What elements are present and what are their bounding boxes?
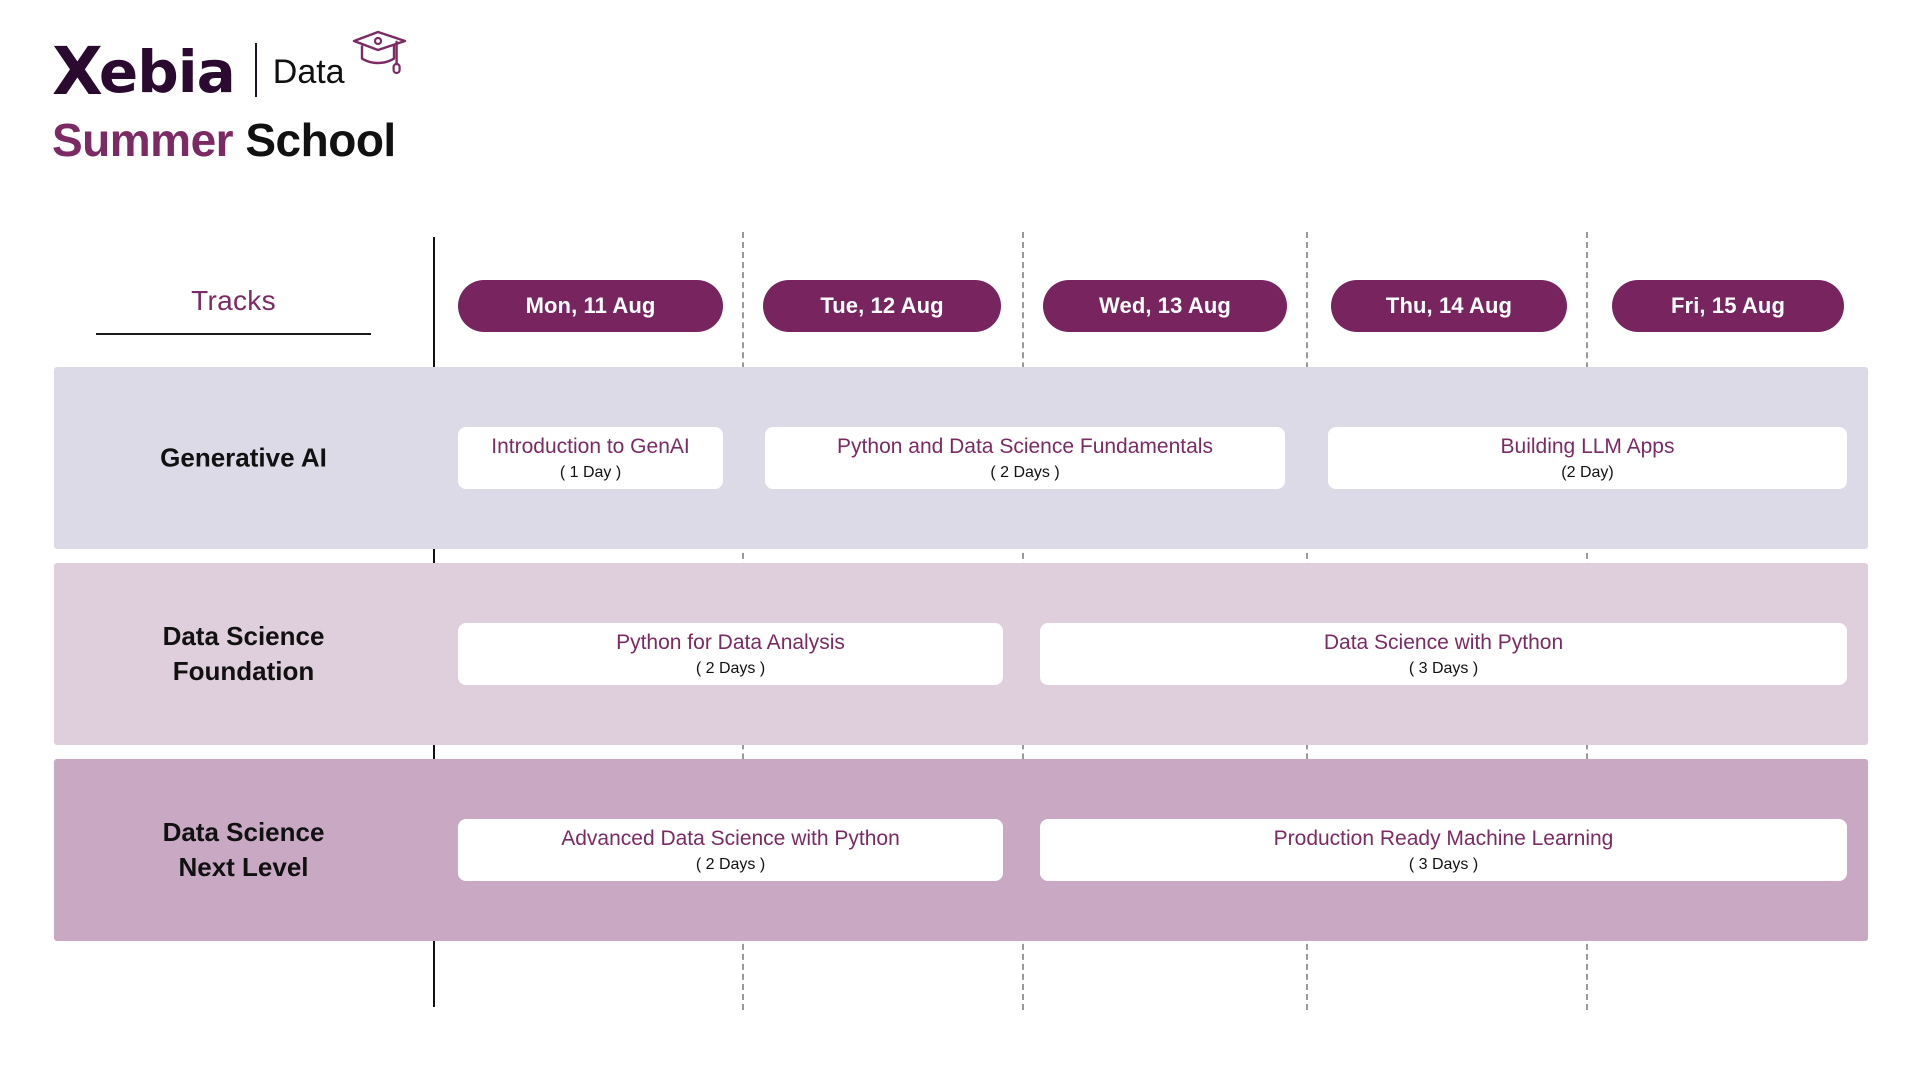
page-title-rest: School [233, 114, 396, 166]
course-card[interactable]: Advanced Data Science with Python ( 2 Day… [458, 819, 1003, 881]
course-title: Python for Data Analysis [616, 630, 845, 654]
course-title: Advanced Data Science with Python [561, 826, 900, 850]
day-pill-label: Tue, 12 Aug [820, 293, 944, 318]
logo-divider [254, 43, 257, 97]
tracks-header-rule [96, 333, 371, 335]
track-name-line: Next Level [178, 852, 309, 882]
xebia-x-glyph: X [52, 33, 103, 110]
track-name-line: Data Science [162, 620, 325, 651]
course-card[interactable]: Python for Data Analysis ( 2 Days ) [458, 623, 1003, 685]
course-card[interactable]: Data Science with Python ( 3 Days ) [1040, 623, 1847, 685]
course-card[interactable]: Python and Data Science Fundamentals ( 2 … [765, 427, 1285, 489]
track-name-label: Generative AI [54, 440, 433, 475]
track-name-line: Generative AI [160, 442, 327, 473]
course-card[interactable]: Production Ready Machine Learning ( 3 Day… [1040, 819, 1847, 881]
course-duration: ( 1 Day ) [559, 464, 622, 481]
course-duration: ( 3 Days ) [1408, 660, 1479, 677]
track-name-line: Foundation [172, 656, 315, 686]
logo-unit-label: Data [272, 53, 345, 91]
page-title: Summer School [52, 116, 472, 164]
course-duration: ( 3 Days ) [1408, 856, 1479, 873]
day-pill-4[interactable]: Thu, 14 Aug [1331, 280, 1567, 332]
course-duration: ( 2 Days ) [695, 856, 766, 873]
course-title: Introduction to GenAI [491, 434, 690, 458]
day-pill-label: Thu, 14 Aug [1385, 293, 1513, 318]
tracks-column-header: Tracks [96, 285, 371, 335]
course-duration: ( 2 Days ) [695, 660, 766, 677]
day-pill-2[interactable]: Tue, 12 Aug [763, 280, 1001, 332]
course-duration: ( 2 Days ) [990, 464, 1060, 481]
course-card[interactable]: Building LLM Apps (2 Day) [1328, 427, 1847, 489]
graduation-cap-icon [351, 28, 409, 81]
page-title-accent: Summer [52, 114, 234, 166]
day-pill-3[interactable]: Wed, 13 Aug [1043, 280, 1287, 332]
course-title: Production Ready Machine Learning [1273, 826, 1614, 850]
course-duration: (2 Day) [1561, 464, 1614, 481]
tracks-header-label: Tracks [191, 285, 276, 316]
course-card[interactable]: Introduction to GenAI ( 1 Day ) [458, 427, 723, 489]
day-pill-label: Fri, 15 Aug [1671, 293, 1785, 318]
day-pill-1[interactable]: Mon, 11 Aug [458, 280, 723, 332]
day-pill-5[interactable]: Fri, 15 Aug [1612, 280, 1844, 332]
day-pill-label: Wed, 13 Aug [1099, 293, 1231, 318]
course-title: Building LLM Apps [1500, 434, 1675, 458]
course-title: Python and Data Science Fundamentals [837, 434, 1213, 458]
day-pill-label: Mon, 11 Aug [525, 293, 656, 318]
xebia-name-rest: ebia [98, 38, 236, 106]
course-title: Data Science with Python [1323, 630, 1564, 654]
track-name-line: Data Science [162, 816, 325, 847]
